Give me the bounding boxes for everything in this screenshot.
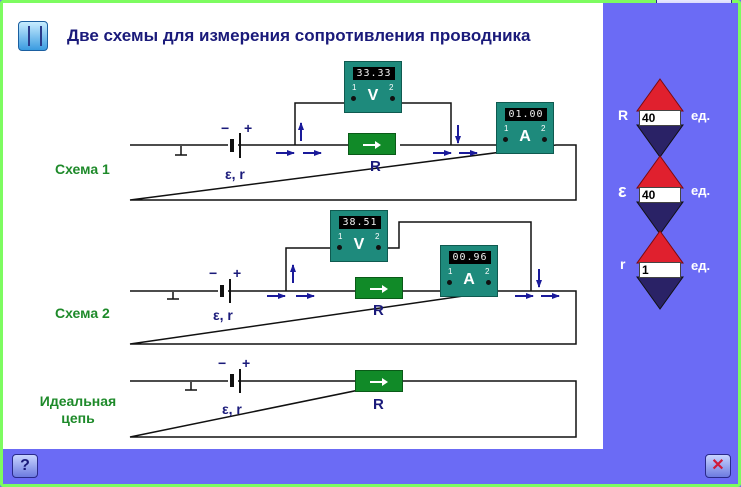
scheme2-source-label: ε, r [213, 307, 233, 323]
controls-panel: R ед. ε ед. r ед. [603, 3, 738, 449]
scheme1-label: Схема 1 [55, 161, 110, 177]
control-R-unit: ед. [691, 108, 711, 123]
tick1 [175, 146, 187, 156]
terminal-1: 1 [504, 124, 509, 133]
control-r-spinner [635, 229, 685, 311]
bottom-bar: ? ✕ [3, 449, 738, 484]
scheme2-minus: − [209, 265, 218, 281]
control-r-label: r [620, 256, 626, 272]
increase-R-button [636, 78, 684, 112]
control-r-unit: ед. [691, 258, 711, 273]
scheme1-wire [129, 144, 577, 201]
scheme1-voltmeter: 33.33 1 2 V [344, 61, 402, 113]
ammeter-display: 00.96 [449, 251, 491, 264]
terminal-dot [376, 245, 381, 250]
voltmeter-symbol: V [367, 87, 379, 104]
R-input[interactable] [639, 110, 681, 126]
terminal-dot [542, 137, 547, 142]
terminal-2: 2 [485, 267, 490, 276]
scheme2-voltmeter: 38.51 1 2 V [330, 210, 388, 262]
scheme2-resistor[interactable] [355, 277, 403, 299]
terminal-dot [503, 137, 508, 142]
terminal-1: 1 [352, 83, 357, 92]
terminal-1: 1 [448, 267, 453, 276]
terminal-1: 1 [338, 232, 343, 241]
voltmeter-display: 38.51 [339, 216, 381, 229]
control-emf-unit: ед. [691, 183, 711, 198]
decrease-r-button [636, 276, 684, 310]
terminal-dot [486, 280, 491, 285]
scheme1-plus: + [244, 120, 253, 136]
terminal-2: 2 [375, 232, 380, 241]
scheme2-ammeter: 00.96 1 2 A [440, 245, 498, 297]
terminal-dot [337, 245, 342, 250]
terminal-2: 2 [389, 83, 394, 92]
scheme2-voltmeter-wire [285, 221, 532, 291]
control-emf-spinner [635, 154, 685, 236]
ideal-plus: + [242, 355, 251, 371]
voltmeter-display: 33.33 [353, 67, 395, 80]
increase-emf-button [636, 155, 684, 189]
scheme1-resistor[interactable] [348, 133, 396, 155]
ideal-label: Идеальная цепь [39, 393, 117, 426]
tick3 [185, 382, 197, 391]
ammeter-symbol: A [463, 271, 475, 288]
scheme2-resistor-label: R [373, 302, 384, 319]
app-icon [18, 21, 48, 51]
scheme1-resistor-label: R [370, 158, 381, 175]
tick2 [167, 292, 179, 300]
scheme2-plus: + [233, 265, 242, 281]
scheme2-label: Схема 2 [55, 305, 110, 321]
terminal-dot [447, 280, 452, 285]
scheme2-wire [129, 290, 577, 345]
increase-r-button [636, 230, 684, 264]
terminal-2: 2 [541, 124, 546, 133]
r-input[interactable] [639, 262, 681, 278]
control-emf-label: ε [618, 181, 627, 201]
ideal-wire [129, 380, 577, 438]
circuit-diagram [129, 102, 577, 438]
ideal-source-label: ε, r [222, 401, 242, 417]
ammeter-display: 01.00 [505, 108, 547, 121]
voltmeter-symbol: V [353, 236, 365, 253]
emf-input[interactable] [639, 187, 681, 203]
help-button[interactable]: ? [12, 454, 38, 478]
scheme1-minus: − [221, 120, 230, 136]
scheme1-voltmeter-wire [294, 102, 452, 145]
scheme1-source-label: ε, r [225, 166, 245, 182]
ammeter-symbol: A [519, 128, 531, 145]
terminal-dot [390, 96, 395, 101]
scheme1-ammeter: 01.00 1 2 A [496, 102, 554, 154]
decrease-R-button [636, 124, 684, 158]
close-button[interactable]: ✕ [705, 454, 731, 478]
control-R-label: R [618, 107, 629, 123]
page-title: Две схемы для измерения сопротивления пр… [67, 26, 531, 45]
ideal-resistor[interactable] [355, 370, 403, 392]
ideal-minus: − [218, 355, 227, 371]
control-R-spinner [635, 77, 685, 159]
terminal-dot [351, 96, 356, 101]
ideal-resistor-label: R [373, 396, 384, 413]
main-panel: Две схемы для измерения сопротивления пр… [3, 3, 603, 449]
